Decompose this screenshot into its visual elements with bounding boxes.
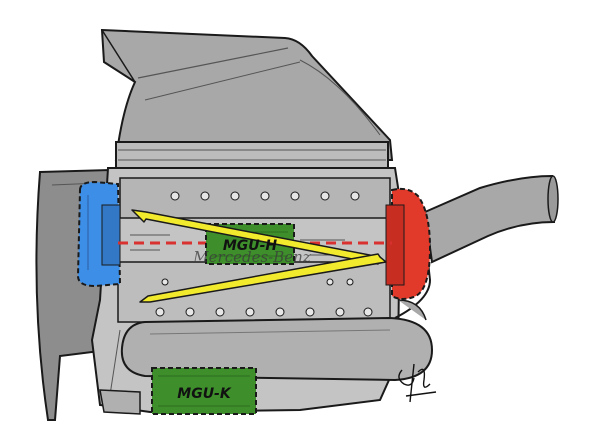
energy-flow-arrows bbox=[131, 209, 387, 303]
plenum-base bbox=[115, 141, 389, 169]
airbox bbox=[100, 28, 394, 161]
mgu-k-unit bbox=[151, 367, 257, 415]
mgu-h-label: MGU-H bbox=[223, 238, 278, 254]
block-bolts bbox=[155, 278, 373, 317]
exhaust-pipe bbox=[120, 261, 434, 382]
mgu-k-label: MGU-K bbox=[177, 386, 232, 402]
artist-signature-icon bbox=[398, 363, 437, 403]
compressor bbox=[76, 180, 122, 288]
turbine bbox=[385, 187, 432, 300]
head-bolts-top bbox=[170, 191, 360, 201]
sump bbox=[99, 389, 141, 415]
brand-lettering: Mercedes-Benz bbox=[192, 248, 310, 266]
turbo-outlet-pipe bbox=[423, 174, 559, 264]
